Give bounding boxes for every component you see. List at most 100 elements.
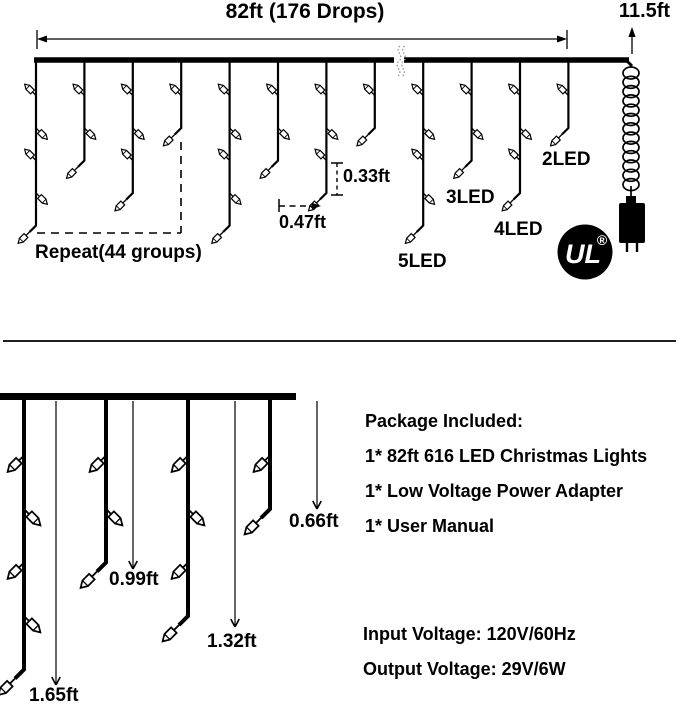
led-bulb-icon xyxy=(314,148,327,161)
led-bulb-icon xyxy=(507,83,521,96)
led-bulb-icon xyxy=(362,83,376,96)
led-bulb-icon xyxy=(549,134,563,147)
lead-length-label: 11.5ft xyxy=(618,0,671,22)
drop-type-label-4led: 4LED xyxy=(494,219,543,240)
drop-wire xyxy=(28,58,38,233)
registered-symbol: ® xyxy=(597,232,608,248)
led-bulb-icon xyxy=(65,166,79,180)
top-string-art xyxy=(3,27,676,342)
led-bulb-icon xyxy=(170,454,189,474)
led-bulb-icon xyxy=(35,192,49,206)
drop-wire xyxy=(367,58,376,136)
drop-type-label-2led: 2LED xyxy=(542,149,591,170)
led-bulb-icon xyxy=(169,83,182,96)
led-bulb-icon xyxy=(422,192,436,206)
drop-wire xyxy=(95,394,108,573)
drop-length-label-4led: 1.32ft xyxy=(207,631,257,652)
led-bulb-icon xyxy=(507,148,521,161)
led-bulb-icon xyxy=(471,127,484,141)
led-bulb-icon xyxy=(23,148,37,161)
drop-wire xyxy=(512,58,522,201)
span-dimension-label: 82ft (176 Drops) xyxy=(225,0,385,23)
led-bulb-icon xyxy=(88,454,107,474)
led-bulb-icon xyxy=(120,83,134,96)
led-bulb-icon xyxy=(229,127,242,141)
drop-wire xyxy=(561,58,570,136)
led-bulb-icon xyxy=(83,127,97,141)
led-bulb-icon xyxy=(23,508,42,527)
wire-break-mark xyxy=(394,45,406,77)
drop-length-label-2led: 0.66ft xyxy=(289,511,339,532)
led-bulb-icon xyxy=(243,517,262,536)
drop-length-label-3led: 0.99ft xyxy=(109,569,159,590)
drop-wire xyxy=(464,58,473,168)
drop-length-arrow xyxy=(128,401,138,570)
led-bulb-icon xyxy=(501,199,514,212)
led-bulb-icon xyxy=(170,561,189,581)
ul-badge-circle xyxy=(557,224,613,280)
led-bulb-icon xyxy=(252,454,271,474)
package-item-manual: 1* User Manual xyxy=(365,516,495,536)
power-plug-icon xyxy=(619,196,645,252)
drop-wire xyxy=(415,58,425,233)
drop-wire xyxy=(173,58,183,136)
led-bulb-icon xyxy=(72,83,85,96)
drop-wire xyxy=(270,58,280,168)
drop-type-label-5led: 5LED xyxy=(398,251,447,272)
drop-length-arrow xyxy=(51,401,61,686)
led-bulb-icon xyxy=(162,134,176,147)
led-bulb-icon xyxy=(120,148,134,161)
led-bulb-icon xyxy=(314,83,327,96)
led-bulb-icon xyxy=(411,83,424,96)
drop-length-label-5led: 1.65ft xyxy=(29,685,79,706)
led-bulb-icon xyxy=(259,166,272,180)
drop-spacing-label: 0.47ft xyxy=(279,212,327,232)
led-bulb-icon xyxy=(35,127,49,141)
led-spacing-dimension xyxy=(331,162,343,196)
led-bulb-icon xyxy=(265,83,279,96)
led-bulb-icon xyxy=(325,127,339,141)
led-bulb-icon xyxy=(105,508,124,527)
led-bulb-icon xyxy=(187,508,206,527)
input-voltage-spec: Input Voltage: 120V/60Hz xyxy=(363,624,576,644)
drop-wire xyxy=(319,58,328,201)
led-bulb-icon xyxy=(217,83,231,96)
package-item-lights: 1* 82ft 616 LED Christmas Lights xyxy=(365,446,648,466)
led-bulb-icon xyxy=(217,148,231,161)
drop-wire xyxy=(125,58,134,201)
led-bulb-icon xyxy=(229,192,242,206)
drop-type-label-3led: 3LED xyxy=(446,187,495,208)
led-spacing-label: 0.33ft xyxy=(343,166,391,186)
package-included-title: Package Included: xyxy=(365,411,524,431)
led-bulb-icon xyxy=(6,561,25,581)
led-bulb-icon xyxy=(459,83,473,96)
led-bulb-icon xyxy=(210,231,224,245)
led-bulb-icon xyxy=(132,127,145,141)
led-bulb-icon xyxy=(519,127,533,141)
led-bulb-icon xyxy=(161,624,180,643)
led-bulb-icon xyxy=(6,454,25,474)
led-bulb-icon xyxy=(277,127,291,141)
led-bulb-icon xyxy=(79,570,98,590)
led-bulb-icon xyxy=(452,166,466,180)
output-voltage-spec: Output Voltage: 29V/6W xyxy=(363,659,566,679)
led-bulb-icon xyxy=(411,148,424,161)
drop-wire xyxy=(259,394,272,520)
drop-length-arrow xyxy=(230,401,240,628)
led-bulb-icon xyxy=(0,677,16,697)
led-bulb-icon xyxy=(23,615,42,634)
span-dimension-arrow xyxy=(36,30,568,49)
led-bulb-icon xyxy=(556,83,569,96)
led-bulb-icon xyxy=(23,83,37,96)
led-bulb-icon xyxy=(422,127,436,141)
package-item-adapter: 1* Low Voltage Power Adapter xyxy=(365,481,624,501)
led-bulb-icon xyxy=(114,199,127,212)
led-bulb-icon xyxy=(17,231,30,245)
repeat-group-label: Repeat(44 groups) xyxy=(35,242,202,263)
repeat-group-outline xyxy=(37,142,182,234)
coiled-cord xyxy=(622,58,640,198)
drop-length-arrow xyxy=(312,401,322,510)
drop-wire xyxy=(77,58,86,168)
